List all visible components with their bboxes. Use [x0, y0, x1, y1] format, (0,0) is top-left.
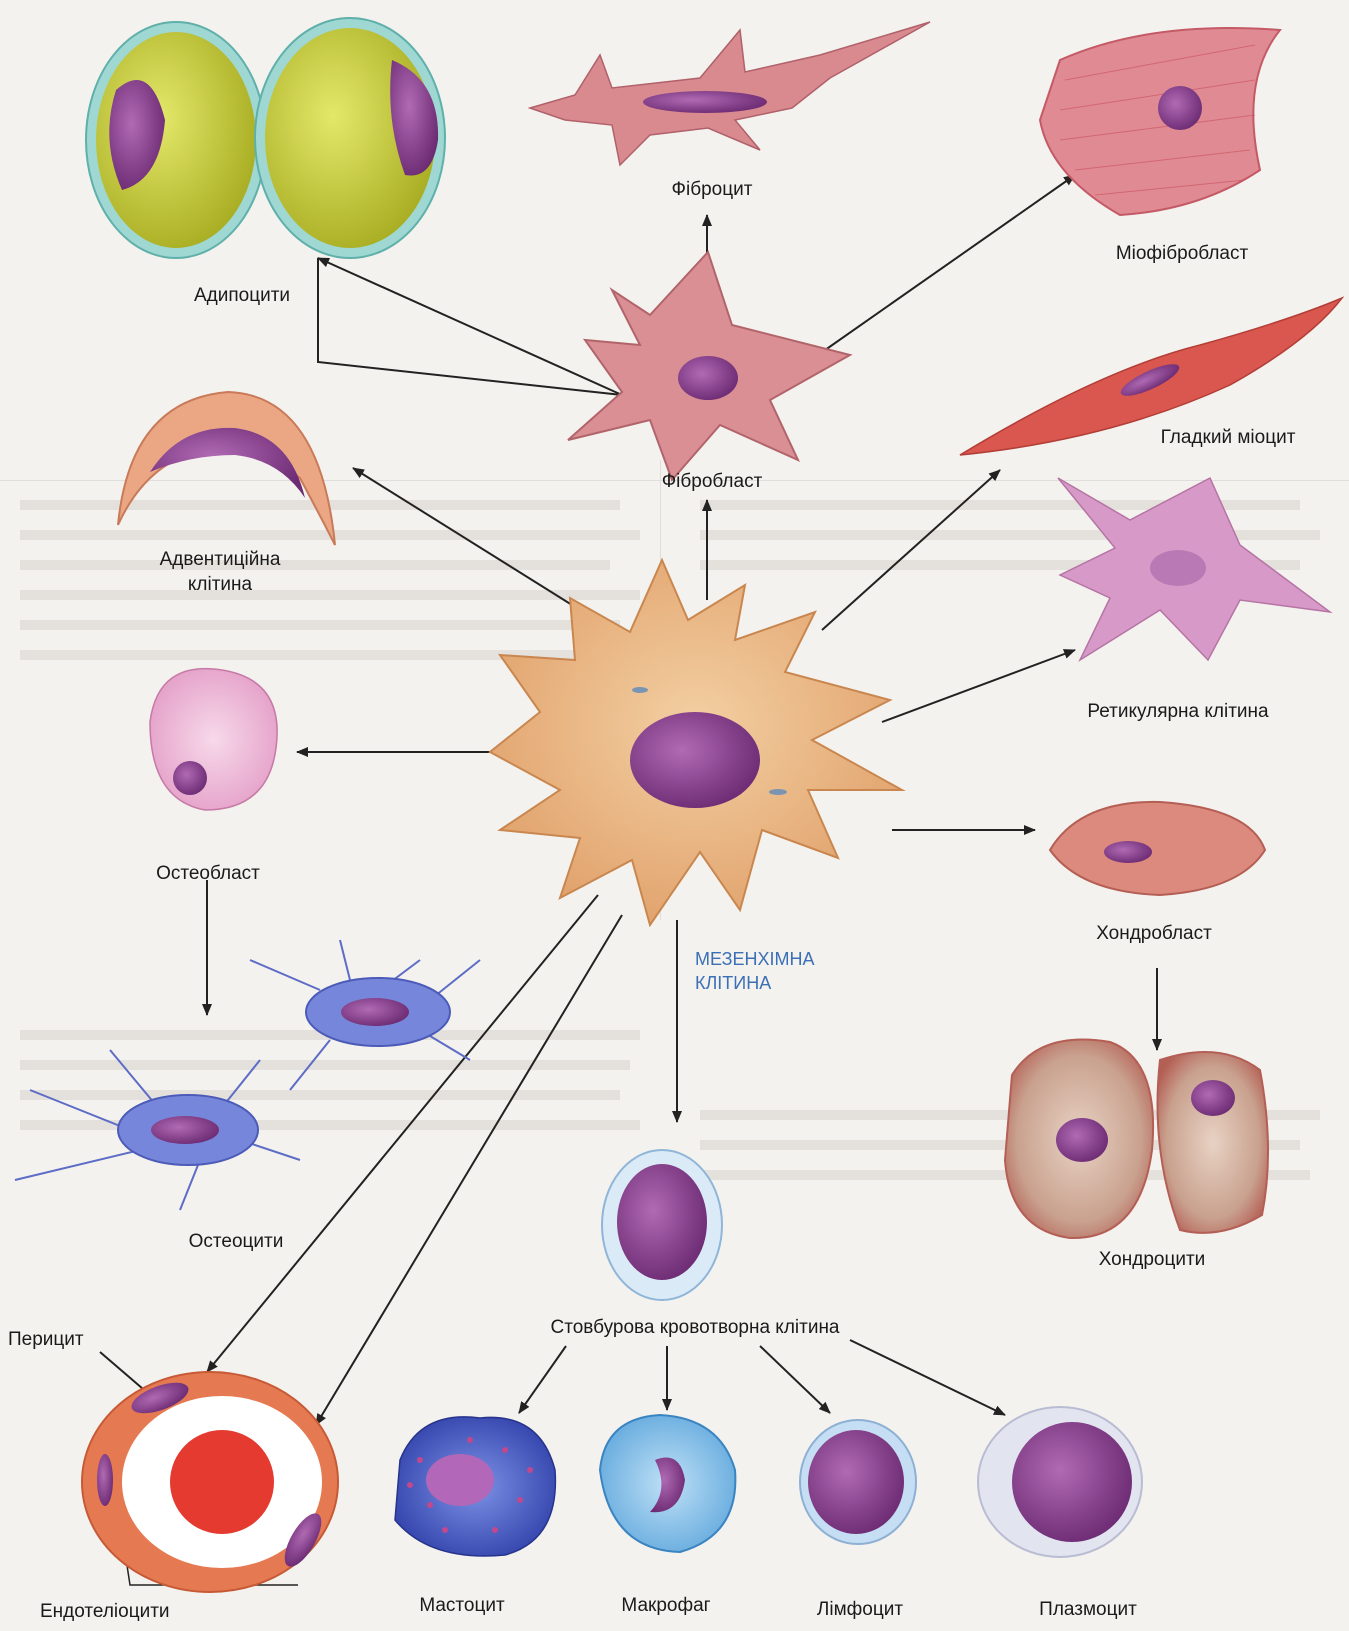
- chondrocyte-cells: [1005, 1039, 1268, 1238]
- label-fibrocyte: Фіброцит: [672, 178, 753, 201]
- mast-cell: [395, 1417, 555, 1556]
- label-chondrocytes: Хондроцити: [1099, 1248, 1206, 1271]
- osteoblast-nucleus: [173, 761, 207, 795]
- arrow-stem-lymphocyte: [760, 1346, 830, 1413]
- lymphocyte-cell: [800, 1420, 916, 1544]
- capillary-cells: [82, 1372, 338, 1592]
- fibrocyte-cell: [530, 22, 930, 165]
- arrow-stem-mast-cell: [519, 1346, 566, 1413]
- adventitial-cell: [118, 392, 335, 545]
- label-mesenchymal-line1: МЕЗЕНХІМНА: [695, 948, 815, 971]
- label-pericyte: Перицит: [8, 1328, 84, 1351]
- label-stem-cell: Стовбурова кровотворна клітина: [550, 1316, 839, 1339]
- myofibroblast-nucleus: [1158, 86, 1202, 130]
- adipocyte-cells: [86, 18, 445, 258]
- arrow-fibroblast-adipocytes: [318, 258, 622, 395]
- label-smooth-myocyte: Гладкий міоцит: [1161, 426, 1296, 449]
- chondroblast-cell: [1050, 802, 1265, 895]
- red-blood-cell: [170, 1430, 274, 1534]
- macrophage-cell: [600, 1415, 735, 1552]
- arrow-mesenchymal-smooth-myocyte: [822, 470, 1000, 630]
- myofibroblast-cell: [1040, 28, 1280, 215]
- fibrocyte-nucleus: [643, 91, 767, 113]
- mesenchymal-nucleus: [630, 712, 760, 808]
- label-adipocytes: Адипоцити: [194, 284, 290, 307]
- plasma-cell: [978, 1407, 1142, 1557]
- label-adventitial-line2: клітина: [188, 573, 252, 596]
- osteoblast-cell: [150, 669, 277, 810]
- fibroblast-nucleus: [678, 356, 738, 400]
- osteocyte-cells: [15, 940, 480, 1210]
- arrow-mesenchymal-reticular: [882, 650, 1075, 722]
- plasma-cell-nucleus: [1012, 1422, 1132, 1542]
- chondroblast-nucleus: [1104, 841, 1152, 863]
- arrow-stem-plasma-cell: [850, 1340, 1005, 1415]
- stem-cell: [602, 1150, 722, 1300]
- label-reticular: Ретикулярна клітина: [1087, 700, 1268, 723]
- fibroblast-cell: [568, 252, 850, 480]
- arrow-fibroblast-myofibroblast: [818, 175, 1075, 355]
- label-lymphocyte: Лімфоцит: [817, 1598, 903, 1621]
- label-adventitial-line1: Адвентиційна: [160, 548, 281, 571]
- label-osteocytes: Остеоцити: [189, 1230, 284, 1253]
- label-fibroblast: Фібробласт: [662, 470, 763, 493]
- label-endotheliocytes: Ендотеліоцити: [40, 1600, 170, 1623]
- mast-cell-nucleus: [426, 1454, 494, 1506]
- chondrocyte-nucleus: [1056, 1118, 1108, 1162]
- label-mast-cell: Мастоцит: [419, 1594, 504, 1617]
- label-mesenchymal-line2: КЛІТИНА: [695, 972, 771, 995]
- label-macrophage: Макрофаг: [621, 1594, 710, 1617]
- lymphocyte-nucleus: [808, 1430, 904, 1534]
- label-osteoblast: Остеобласт: [156, 862, 260, 885]
- label-chondroblast: Хондробласт: [1096, 922, 1212, 945]
- chondrocyte-nucleus: [1191, 1080, 1235, 1116]
- label-myofibroblast: Міофібробласт: [1116, 242, 1248, 265]
- stem-cell-nucleus: [617, 1164, 707, 1280]
- label-plasma-cell: Плазмоцит: [1039, 1598, 1137, 1621]
- reticular-nucleus: [1150, 550, 1206, 586]
